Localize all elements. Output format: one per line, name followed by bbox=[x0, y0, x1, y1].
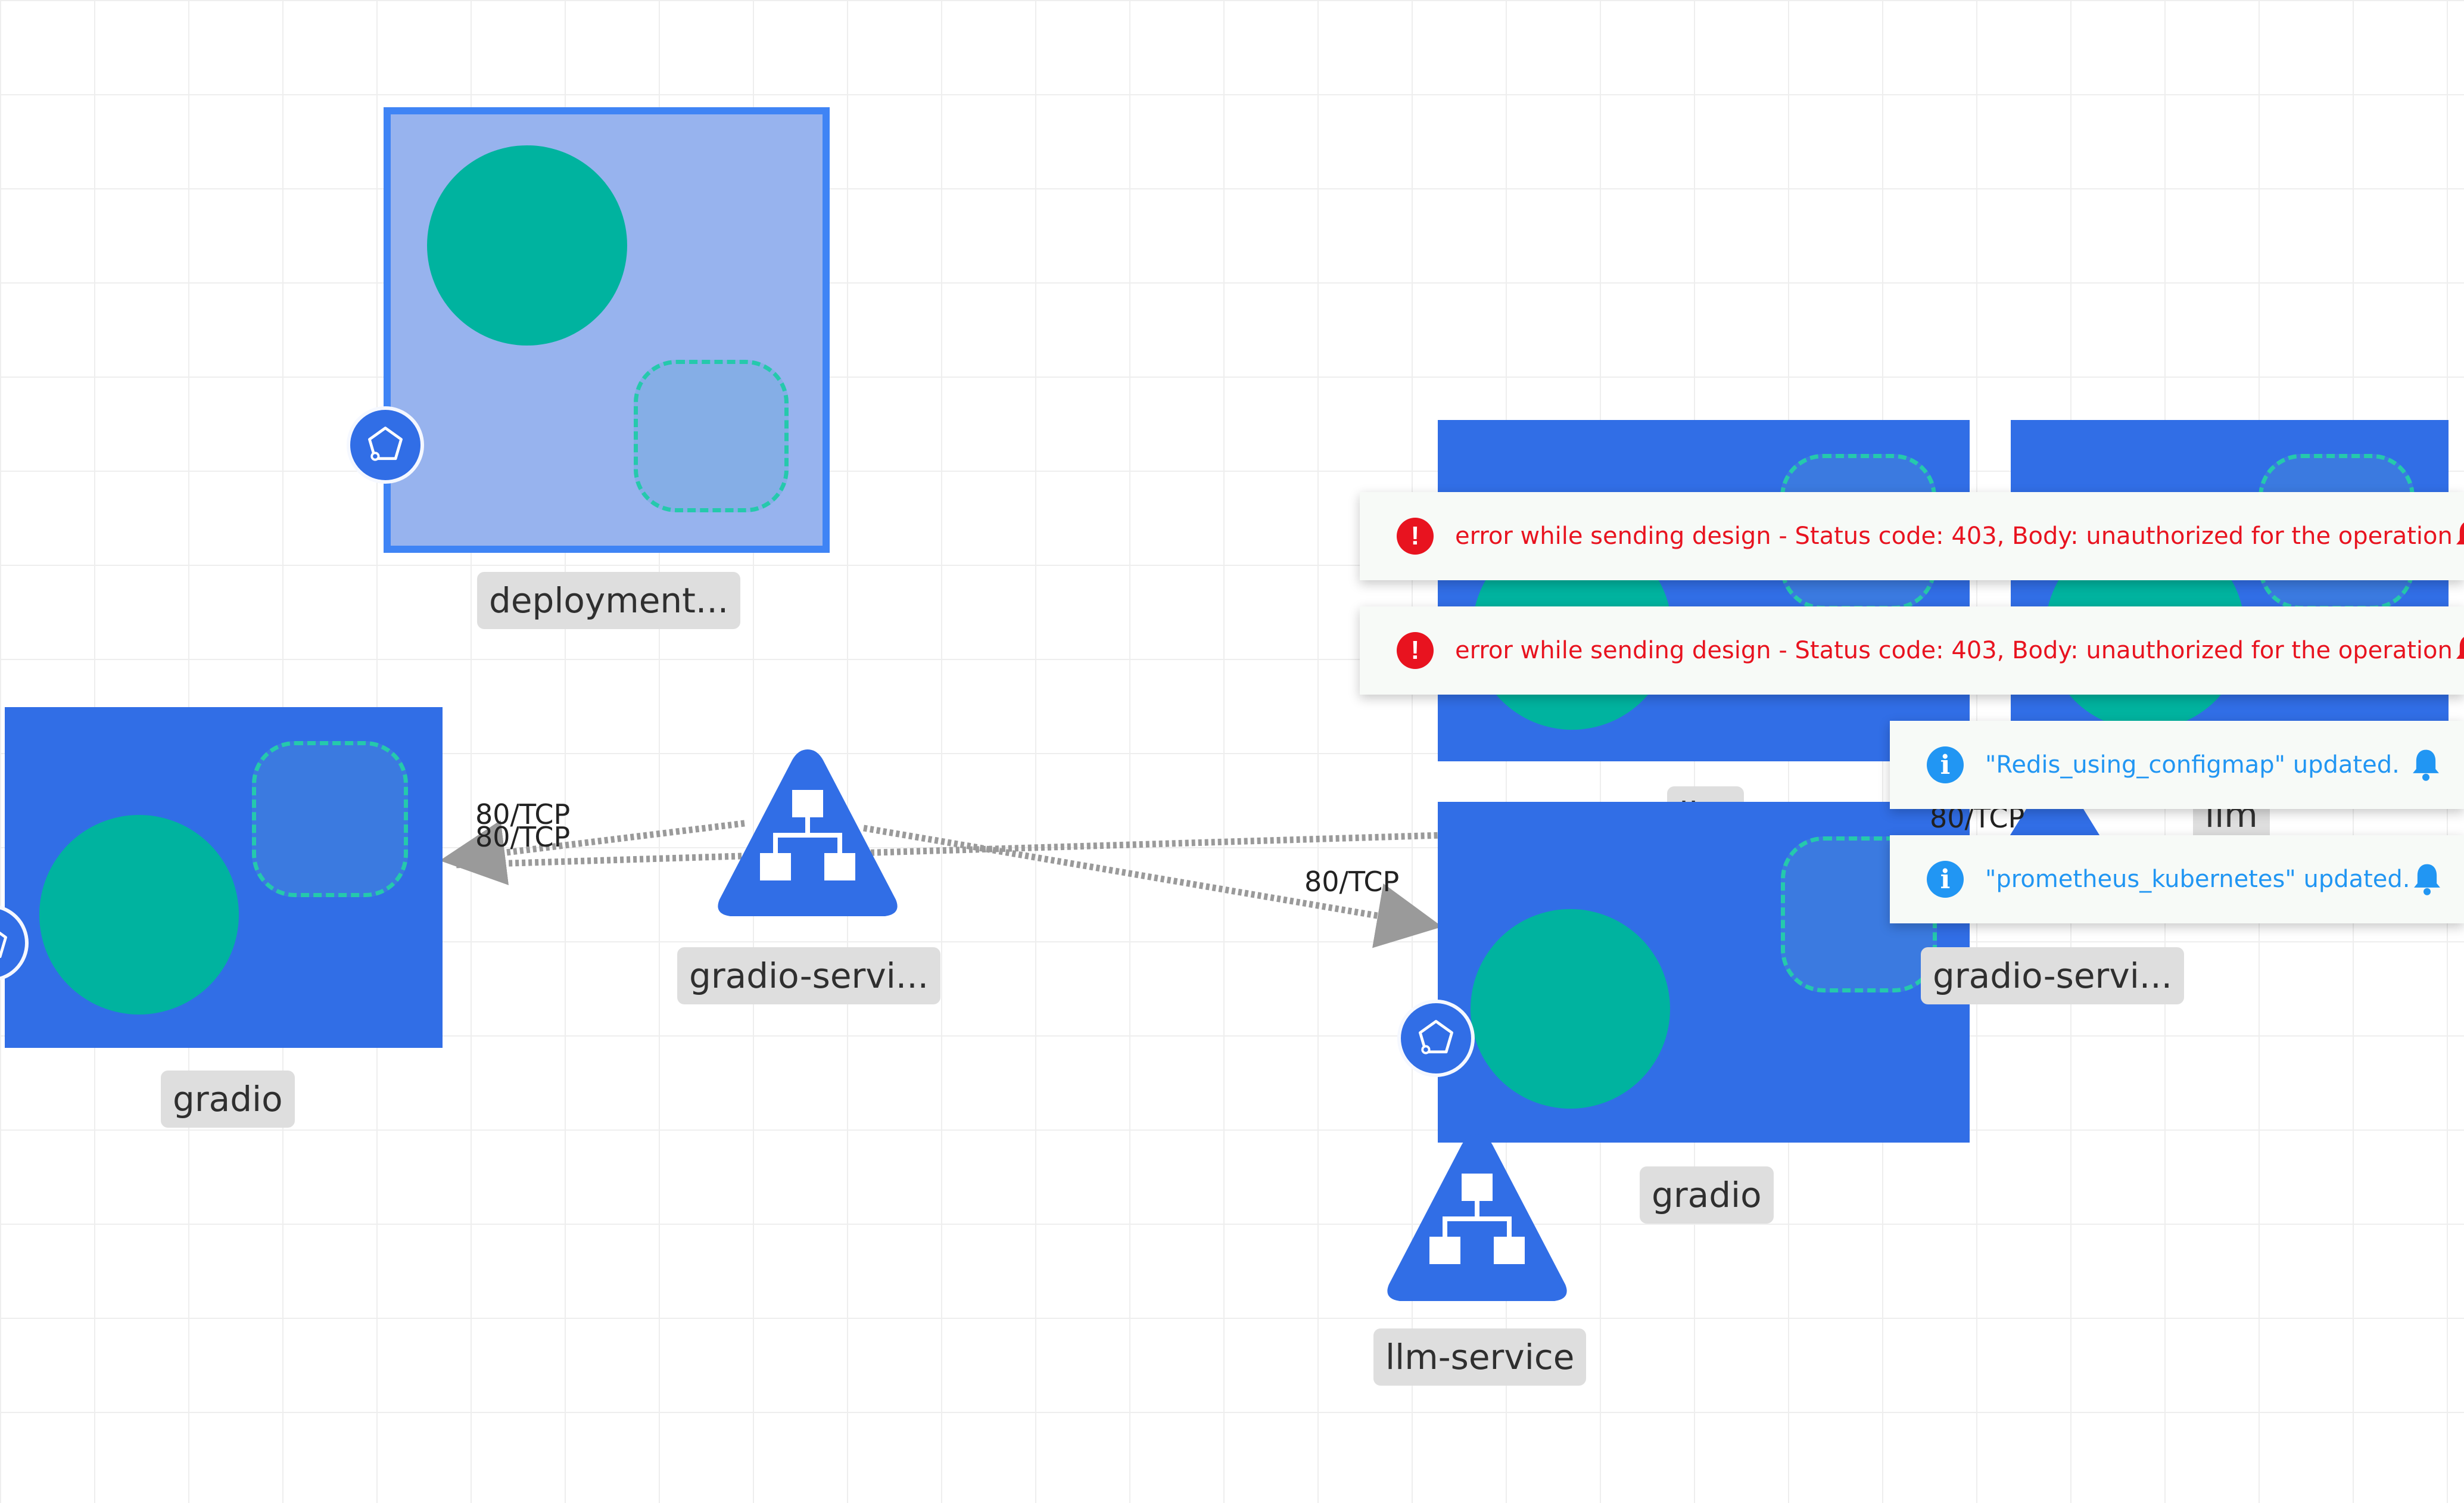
notification-error-2[interactable]: ! error while sending design - Status co… bbox=[1360, 606, 2464, 695]
info-icon: i bbox=[1927, 861, 1964, 898]
edge-gradio-service-to-gradio-lower[interactable] bbox=[453, 852, 742, 869]
info-icon: i bbox=[1927, 746, 1964, 783]
node-label-gradio-center: gradio bbox=[1640, 1166, 1774, 1224]
port-badge-gradio-center[interactable] bbox=[1397, 1000, 1475, 1077]
notification-info-1[interactable]: i "Redis_using_configmap" updated. bbox=[1890, 721, 2464, 809]
deployment-node-selected[interactable] bbox=[384, 107, 830, 553]
container-dashed-box[interactable] bbox=[634, 360, 789, 512]
bell-icon[interactable] bbox=[2410, 861, 2444, 897]
error-icon: ! bbox=[1397, 632, 1434, 669]
pentagon-icon bbox=[1419, 1020, 1453, 1054]
deployment-node-gradio-center[interactable] bbox=[1438, 802, 1970, 1143]
node-label-gradio-service-right: gradio-servi... bbox=[1921, 947, 2185, 1004]
bell-icon[interactable] bbox=[2453, 518, 2464, 554]
network-hierarchy-icon bbox=[760, 790, 855, 880]
notification-message: error while sending design - Status code… bbox=[1455, 637, 2453, 664]
network-hierarchy-icon bbox=[1429, 1174, 1525, 1264]
notification-info-2[interactable]: i "prometheus_kubernetes" updated. bbox=[1890, 835, 2464, 923]
pod-circle[interactable] bbox=[1471, 909, 1670, 1109]
edge-gradio-service-to-gradio-upper[interactable] bbox=[440, 820, 745, 885]
deployment-node-llm-right[interactable] bbox=[2011, 420, 2449, 761]
deployment-node-gradio-left[interactable] bbox=[5, 707, 443, 1048]
deployment-node-llm[interactable] bbox=[1438, 420, 1970, 761]
port-badge-deployment[interactable] bbox=[347, 406, 424, 484]
edge-label-port-2: 80/TCP bbox=[475, 821, 571, 853]
edge-label-port-3: 80/TCP bbox=[1304, 866, 1400, 898]
pod-circle[interactable] bbox=[427, 145, 627, 346]
node-label-gradio-service-mid: gradio-servi... bbox=[677, 947, 941, 1004]
node-label-deployment: deployment... bbox=[477, 572, 741, 629]
service-node-llm-service[interactable] bbox=[1382, 1132, 1572, 1311]
pentagon-icon bbox=[368, 427, 403, 461]
notification-error-1[interactable]: ! error while sending design - Status co… bbox=[1360, 492, 2464, 580]
error-icon: ! bbox=[1397, 518, 1434, 555]
pod-circle[interactable] bbox=[39, 815, 239, 1015]
node-label-gradio-left: gradio bbox=[161, 1071, 295, 1128]
bell-icon[interactable] bbox=[2453, 633, 2464, 668]
notification-message: "prometheus_kubernetes" updated. bbox=[1985, 866, 2410, 893]
edge-label-port-1: 80/TCP bbox=[475, 798, 571, 830]
edge-gradio-service-to-gradio-center[interactable] bbox=[863, 824, 1443, 948]
service-node-gradio-service[interactable] bbox=[712, 738, 903, 926]
node-label-llm-service: llm-service bbox=[1373, 1328, 1587, 1386]
bell-icon[interactable] bbox=[2409, 747, 2443, 783]
pentagon-icon bbox=[0, 931, 7, 959]
container-dashed-box[interactable] bbox=[252, 741, 408, 897]
notification-message: "Redis_using_configmap" updated. bbox=[1985, 751, 2400, 779]
notification-message: error while sending design - Status code… bbox=[1455, 522, 2453, 550]
